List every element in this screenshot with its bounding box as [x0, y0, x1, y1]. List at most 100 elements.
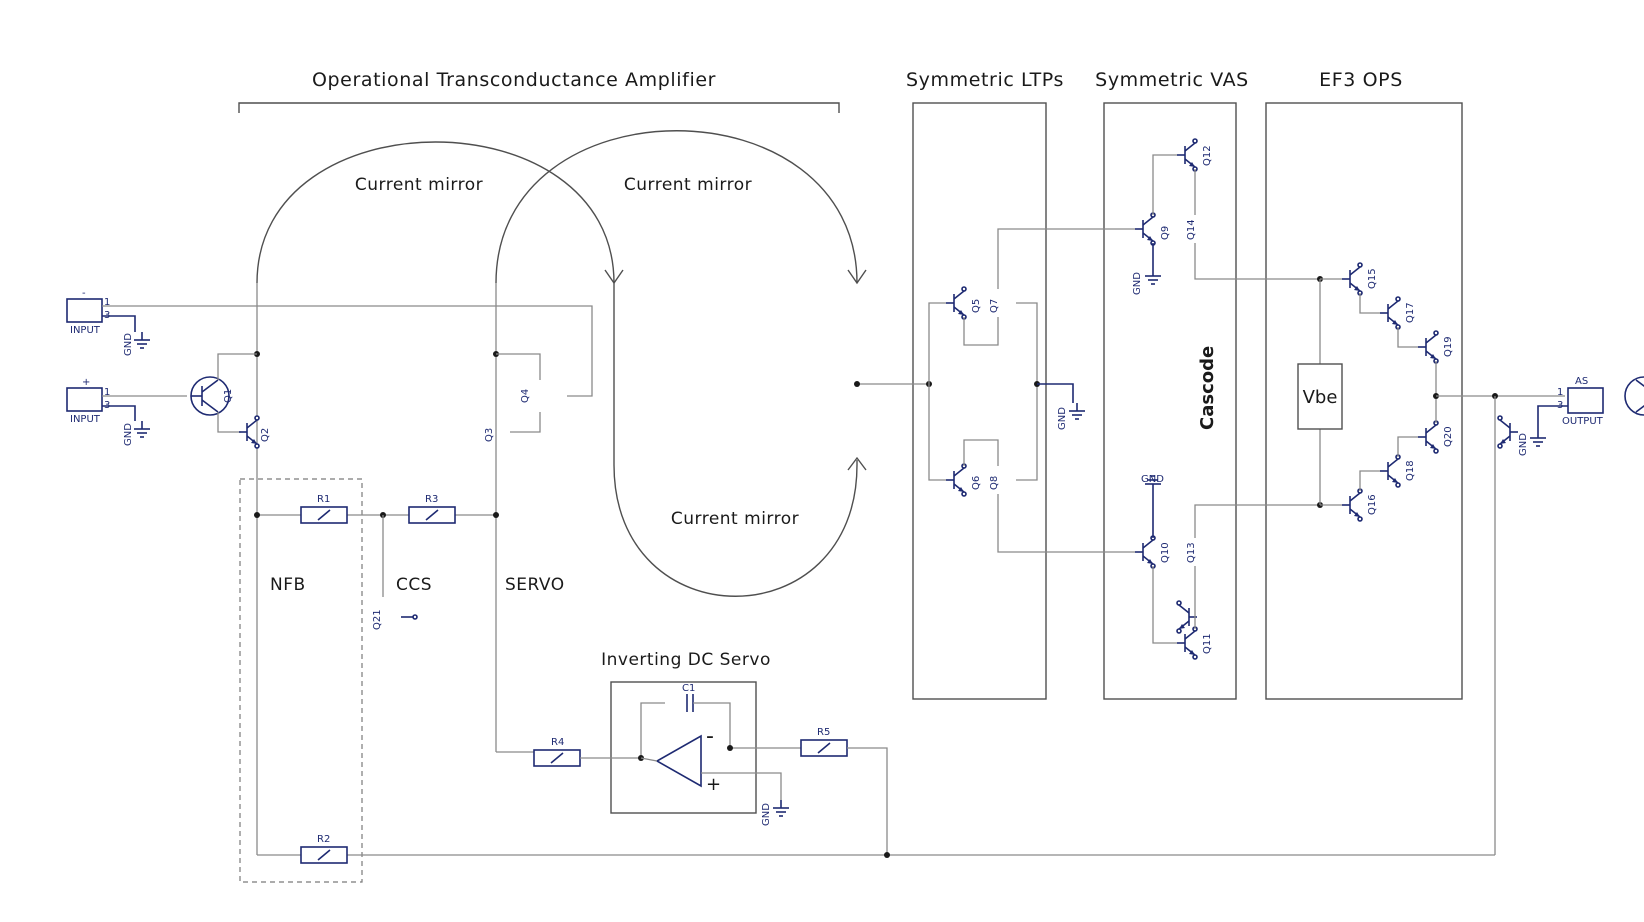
transistor-q7: Q7 — [989, 299, 1000, 313]
svg-text:Q10: Q10 — [1160, 542, 1171, 563]
transistor-q8: Q8 — [989, 476, 1000, 490]
gnd-label-ltp: GND — [1057, 407, 1068, 430]
nfb-region — [239, 478, 363, 883]
wire-inminus-gnd — [102, 315, 136, 332]
svg-text:1: 1 — [104, 297, 110, 308]
label-dc-servo: Inverting DC Servo — [601, 650, 771, 670]
wire-ltp-right — [1016, 302, 1038, 481]
svg-text:AS: AS — [1575, 376, 1588, 387]
resistor-r2: R2 — [300, 834, 348, 864]
wire-c1-out — [693, 702, 731, 748]
mirror-arrow-right — [847, 269, 867, 285]
wire-r4-opamp — [580, 702, 665, 759]
vbe-multiplier: Vbe — [1297, 363, 1343, 430]
mirror-arc-right — [495, 130, 858, 284]
transistor-q20: Q20 — [1417, 420, 1454, 454]
wire-vas-bot-out — [1194, 504, 1320, 538]
wire-opamp-plus-gnd — [701, 772, 782, 800]
svg-text:Q1: Q1 — [223, 389, 234, 403]
transistor-q1: Q1 — [190, 353, 257, 433]
gnd-label-vas2: GND — [1141, 474, 1164, 485]
resistor-r1: R1 — [300, 494, 348, 524]
svg-text:-: - — [82, 288, 86, 299]
resistor-r5: R5 — [800, 727, 848, 757]
title-ota: Operational Transconductance Amplifier — [312, 69, 716, 91]
svg-text:Q3: Q3 — [484, 428, 495, 442]
gnd-label-vas1: GND — [1132, 272, 1143, 295]
wire-ltp-left-2 — [928, 384, 946, 481]
svg-text:Q19: Q19 — [1443, 336, 1454, 357]
header-vas: Symmetric VAS — [1095, 69, 1249, 91]
wire-ltp-left — [928, 302, 946, 384]
mirror-arrow-bottom — [847, 456, 867, 471]
transistor-q5: Q5 — [945, 286, 982, 320]
svg-text:Q15: Q15 — [1367, 268, 1378, 289]
svg-text:Q11: Q11 — [1202, 633, 1213, 654]
svg-text:R1: R1 — [317, 494, 330, 505]
svg-text:INPUT: INPUT — [70, 414, 101, 425]
ops-box — [1265, 102, 1463, 700]
svg-text:Q14: Q14 — [1186, 219, 1197, 240]
mirror-label-2: Current mirror — [624, 175, 752, 195]
wire-q7-q9 — [997, 228, 1135, 289]
opamp-plus: + — [706, 774, 721, 795]
svg-text:Q5: Q5 — [971, 299, 982, 313]
transistor-q3: Q3 — [484, 415, 1519, 449]
transistor-q10: Q10 — [1134, 535, 1171, 569]
transistor-q11: Q11 — [1176, 626, 1213, 660]
label-cascode: Cascode — [1197, 346, 1218, 430]
ota-bracket — [238, 102, 840, 113]
svg-text:Q7: Q7 — [989, 299, 1000, 313]
svg-text:1: 1 — [1557, 387, 1563, 398]
svg-text:R5: R5 — [817, 727, 830, 738]
svg-text:OUTPUT: OUTPUT — [1562, 416, 1604, 427]
transistor-q9: Q9 — [1134, 212, 1171, 246]
svg-text:Vbe: Vbe — [1303, 387, 1338, 408]
label-servo: SERVO — [505, 575, 565, 595]
mirror-label-3: Current mirror — [671, 509, 799, 529]
transistor-q14: Q14 — [1186, 219, 1197, 240]
gnd-label-servo: GND — [761, 803, 772, 826]
gnd-label-1: GND — [123, 333, 134, 356]
svg-text:Q21: Q21 — [372, 609, 383, 630]
input-minus-port: INPUT - 13 — [66, 288, 110, 336]
svg-text:Q13: Q13 — [1186, 542, 1197, 563]
svg-text:Q17: Q17 — [1405, 302, 1416, 323]
wire-q8-q10 — [997, 494, 1135, 553]
svg-text:Q9: Q9 — [1160, 226, 1171, 240]
opamp-minus: - — [706, 724, 714, 749]
wire-vas-top-out — [1194, 243, 1320, 280]
transistor-q12: Q12 — [1176, 138, 1213, 172]
transistor-q6: Q6 — [945, 463, 982, 497]
transistor-q17: Q17 — [1379, 296, 1416, 330]
vas-box — [1103, 102, 1237, 700]
mirror-arc-left — [256, 141, 615, 284]
resistor-r3: R3 — [408, 494, 456, 524]
transistor-q18: Q18 — [1379, 454, 1416, 488]
transistor-q2: Q2 — [238, 415, 271, 449]
capacitor-c1: C1 — [682, 683, 695, 712]
transistor-q19: Q19 — [1417, 330, 1454, 364]
svg-text:R2: R2 — [317, 834, 330, 845]
wire-inplus-gnd — [102, 405, 136, 421]
svg-text:Q20: Q20 — [1443, 426, 1454, 447]
mirror-label-1: Current mirror — [355, 175, 483, 195]
header-ops: EF3 OPS — [1319, 69, 1403, 91]
svg-text:Q18: Q18 — [1405, 460, 1416, 481]
svg-text:INPUT: INPUT — [70, 325, 101, 336]
transistor-q21: Q21 — [372, 600, 1198, 634]
transistor-q13: Q13 — [1186, 542, 1197, 563]
label-ccs: CCS — [396, 575, 432, 595]
wire-inminus — [102, 305, 593, 397]
ltps-box — [912, 102, 1047, 700]
transistor-q4: Q4 — [496, 353, 1644, 433]
header-ltps: Symmetric LTPs — [906, 69, 1064, 91]
svg-text:Q16: Q16 — [1367, 494, 1378, 515]
svg-text:C1: C1 — [682, 683, 695, 694]
transistor-q15: Q15 — [1341, 262, 1378, 296]
svg-text:Q6: Q6 — [971, 476, 982, 490]
svg-text:R4: R4 — [551, 737, 564, 748]
gnd-label-out: GND — [1518, 433, 1529, 456]
label-nfb: NFB — [270, 575, 306, 595]
